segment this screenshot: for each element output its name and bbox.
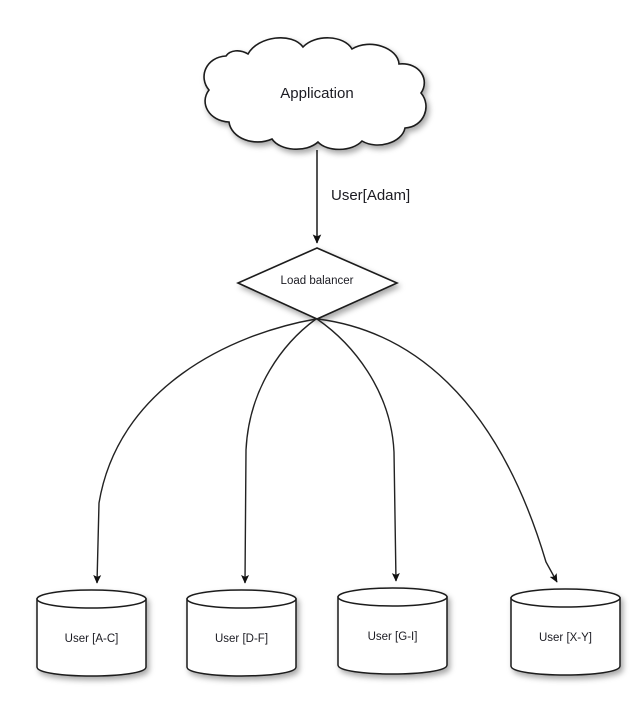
cylinder-top-1 [36,589,147,609]
node-application-cloud[interactable]: Application [203,37,427,151]
edge-lb-to-db-3 [316,318,400,582]
edge-group-lb-to-databases [93,318,558,584]
cloud-shape [203,37,427,151]
database-4-label: User [X-Y] [539,632,592,644]
edge-label-user-adam: User[Adam] [331,187,410,204]
cylinder-body-3 [337,596,448,675]
database-3-label: User [G-I] [368,631,418,643]
cylinder-body-1 [36,598,147,677]
database-1-label: User [A-C] [65,633,119,645]
cylinder-top-3 [337,587,448,607]
node-database-1[interactable]: User [A-C] [36,589,147,677]
database-2-label: User [D-F] [215,633,268,645]
cylinder-body-2 [186,598,297,677]
node-database-3[interactable]: User [G-I] [337,587,448,675]
edge-application-to-load-balancer: User[Adam] [312,150,410,244]
node-load-balancer[interactable]: Load balancer [236,247,399,320]
cylinder-body-4 [510,597,621,676]
edge-lb-to-db-2 [241,318,317,584]
node-database-2[interactable]: User [D-F] [186,589,297,677]
cloud-label: Application [280,85,353,102]
cylinder-top-2 [186,589,297,609]
edge-lb-to-db-4 [317,318,558,583]
node-database-4[interactable]: User [X-Y] [510,588,621,676]
load-balancer-label: Load balancer [281,275,354,287]
edge-lb-to-db-1 [93,318,317,584]
cylinder-top-4 [510,588,621,608]
